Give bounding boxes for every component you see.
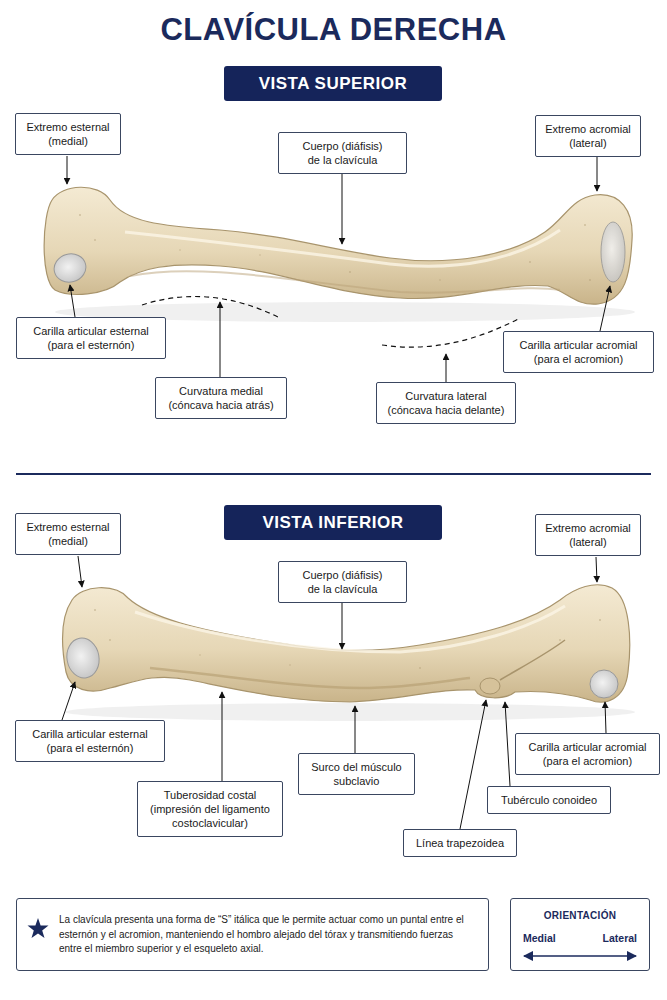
callout-box: Extremo acromial (lateral) bbox=[535, 514, 641, 556]
callout-box: Cuerpo (diáfisis) de la clavícula bbox=[278, 561, 407, 603]
part-label: Línea trapezoidea bbox=[410, 836, 510, 850]
leader-line bbox=[355, 706, 356, 753]
medial-curvature-dash bbox=[142, 297, 280, 318]
part-label: Carilla articular esternal (para el este… bbox=[23, 324, 159, 352]
view-heading: VISTA INFERIOR bbox=[224, 505, 442, 540]
texture-dot bbox=[439, 279, 441, 281]
part-label: Carilla articular acromial (para el acro… bbox=[522, 740, 653, 768]
acromial-facet bbox=[601, 222, 625, 282]
section-divider bbox=[16, 473, 651, 475]
texture-dot bbox=[109, 639, 111, 641]
bone-texture bbox=[79, 214, 591, 281]
part-label: Tubérculo conoideo bbox=[494, 793, 604, 807]
orientation-box: ORIENTACIÓN Medial Lateral bbox=[510, 898, 650, 971]
part-label: Extremo acromial (lateral) bbox=[542, 521, 634, 549]
texture-dot bbox=[589, 279, 591, 281]
clavicle-superior bbox=[44, 187, 632, 304]
callout-box: Surco del músculo subclavio bbox=[298, 753, 415, 795]
leader-line bbox=[596, 557, 597, 582]
texture-dot bbox=[419, 667, 421, 669]
callout-box: Carilla articular esternal (para el este… bbox=[16, 317, 166, 359]
bone-texture bbox=[94, 609, 601, 669]
part-label: Surco del músculo subclavio bbox=[305, 760, 408, 788]
callout-box: Carilla articular esternal (para el este… bbox=[15, 720, 165, 762]
direction-label: Lateral bbox=[603, 932, 637, 944]
conoid-tubercle bbox=[480, 678, 500, 694]
view-title: VISTA INFERIOR bbox=[224, 505, 442, 540]
texture-dot bbox=[599, 619, 601, 621]
part-label: Curvatura medial (cóncava hacia atrás) bbox=[162, 384, 280, 412]
texture-dot bbox=[584, 224, 586, 226]
part-label: Tuberosidad costal (impresión del ligame… bbox=[144, 788, 276, 830]
leader-line bbox=[342, 603, 343, 649]
texture-dot bbox=[199, 654, 201, 656]
texture-dot bbox=[259, 254, 261, 256]
callout-box: Cuerpo (diáfisis) de la clavícula bbox=[278, 132, 407, 174]
direction-label: Medial bbox=[523, 932, 556, 944]
trapezoid-line bbox=[500, 640, 565, 680]
texture-dot bbox=[94, 609, 96, 611]
part-label: Carilla articular esternal (para el este… bbox=[22, 727, 158, 755]
acromial-facet bbox=[590, 670, 618, 698]
leader-line bbox=[67, 156, 68, 184]
part-label: Cuerpo (diáfisis) de la clavícula bbox=[295, 139, 390, 167]
sternal-facet bbox=[64, 636, 102, 681]
callout-box: Tubérculo conoideo bbox=[487, 786, 611, 814]
callout-box: Línea trapezoidea bbox=[403, 829, 517, 857]
note-text: La clavícula presenta una forma de “S” i… bbox=[59, 913, 476, 957]
texture-dot bbox=[79, 214, 81, 216]
leader-line bbox=[78, 556, 82, 587]
callout-box: Curvatura medial (cóncava hacia atrás) bbox=[155, 377, 287, 419]
leader-line bbox=[70, 285, 75, 317]
callout-box: Extremo esternal (medial) bbox=[15, 113, 121, 155]
leader-line bbox=[460, 700, 486, 829]
leader-line bbox=[222, 692, 223, 781]
view-heading: VISTA SUPERIOR bbox=[224, 66, 442, 101]
texture-dot bbox=[94, 239, 96, 241]
part-label: Extremo esternal (medial) bbox=[22, 120, 114, 148]
sternal-facet bbox=[51, 250, 89, 285]
part-label: Carilla articular acromial (para el acro… bbox=[510, 338, 647, 366]
texture-dot bbox=[529, 261, 531, 263]
orientation-arrow bbox=[524, 955, 636, 957]
callout-box: Extremo acromial (lateral) bbox=[535, 115, 641, 157]
texture-dot bbox=[349, 271, 351, 273]
part-label: Extremo esternal (medial) bbox=[22, 520, 114, 548]
note-box: La clavícula presenta una forma de “S” i… bbox=[16, 898, 489, 971]
callout-box: Carilla articular acromial (para el acro… bbox=[503, 331, 654, 373]
view-title: VISTA SUPERIOR bbox=[224, 66, 442, 101]
texture-dot bbox=[289, 664, 291, 666]
bone-shading bbox=[130, 271, 560, 293]
texture-dot bbox=[559, 639, 561, 641]
callout-box: Carilla articular acromial (para el acro… bbox=[515, 733, 660, 775]
part-label: Extremo acromial (lateral) bbox=[542, 122, 634, 150]
part-label: Cuerpo (diáfisis) de la clavícula bbox=[295, 568, 390, 596]
leader-line bbox=[597, 156, 598, 191]
leader-line bbox=[220, 302, 221, 377]
subclavius-groove bbox=[150, 668, 470, 688]
leader-line bbox=[446, 354, 447, 382]
leader-line bbox=[505, 702, 510, 786]
texture-dot bbox=[179, 249, 181, 251]
diagram-title: CLAVÍCULA DERECHA bbox=[0, 12, 667, 48]
leader-line bbox=[600, 286, 610, 331]
bone-shadow bbox=[65, 703, 635, 721]
callout-box: Extremo esternal (medial) bbox=[15, 513, 121, 555]
part-label: Curvatura lateral (cóncava hacia delante… bbox=[383, 389, 509, 417]
star-icon bbox=[28, 918, 49, 938]
orientation-title: ORIENTACIÓN bbox=[511, 910, 649, 921]
lateral-curvature-dash bbox=[382, 318, 520, 347]
leader-line bbox=[342, 174, 343, 244]
callout-box: Tuberosidad costal (impresión del ligame… bbox=[137, 781, 283, 837]
bone-highlight bbox=[135, 606, 565, 652]
leader-line bbox=[605, 702, 606, 733]
leader-line bbox=[62, 682, 75, 720]
callout-box: Curvatura lateral (cóncava hacia delante… bbox=[376, 382, 516, 424]
